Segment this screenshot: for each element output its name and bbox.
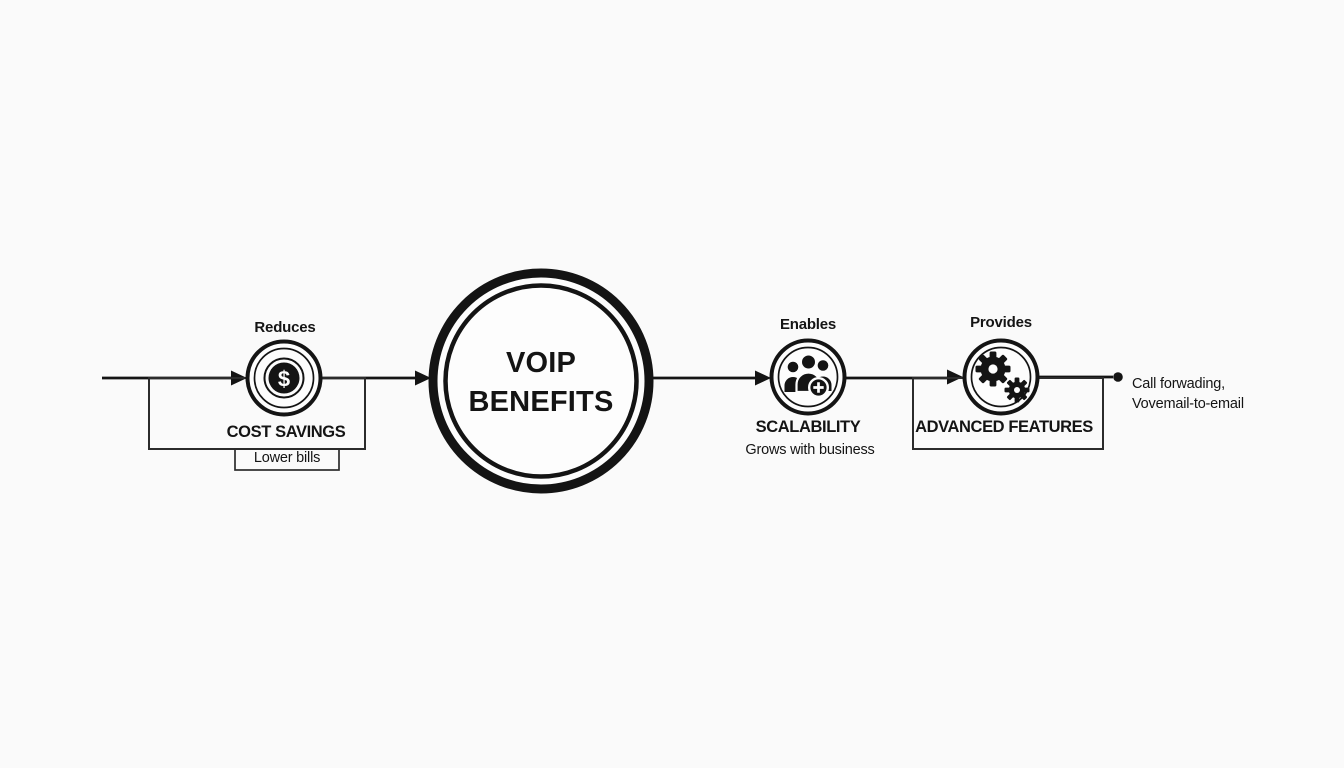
small-gear — [1004, 377, 1030, 403]
large-gear — [975, 351, 1011, 387]
node-inner-ring — [253, 347, 315, 409]
dollar-glyph: $ — [278, 367, 290, 392]
hub-circle — [428, 268, 654, 494]
lower-bills-box — [234, 448, 340, 471]
hub-outer-ring — [428, 268, 654, 494]
node-title-cost-savings: COST SAVINGS — [226, 423, 346, 441]
node-title-scalability: SCALABILITY — [755, 418, 861, 436]
feature-annotation-line2: Vovemail-to-email — [1132, 396, 1244, 412]
hub-inner-ring — [443, 283, 639, 479]
gears-icon — [975, 351, 1030, 403]
node-caption-grows-with-business: Grows with business — [745, 442, 875, 458]
team-add-icon — [784, 353, 832, 399]
arrowhead-icon — [755, 370, 771, 386]
node-inner-ring — [777, 346, 839, 408]
node-inner-ring — [970, 346, 1032, 408]
feature-annotation-line1: Call forwading, — [1132, 376, 1225, 392]
relation-label-reduces: Reduces — [254, 319, 316, 336]
hub-title-line1: VOIP — [505, 347, 577, 379]
hub-title: VOIP BENEFITS — [469, 344, 614, 422]
arrowhead-icon — [415, 370, 431, 386]
end-dot-icon — [1113, 372, 1123, 382]
relation-label-enables: Enables — [779, 316, 837, 333]
dollar-coin-icon: $ — [263, 357, 305, 399]
node-title-advanced-features: ADVANCED FEATURES — [915, 418, 1093, 436]
node-caption-lower-bills: Lower bills — [253, 450, 321, 466]
hub-title-line2: BENEFITS — [468, 386, 614, 418]
feature-annotation: Call forwading, Vovemail-to-email — [1132, 374, 1244, 414]
relation-label-provides: Provides — [970, 314, 1032, 331]
